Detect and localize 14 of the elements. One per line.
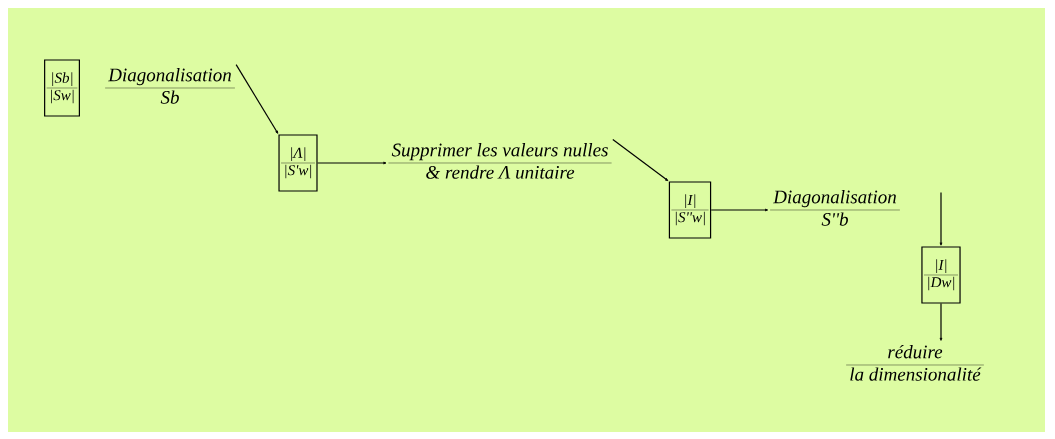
arrow xyxy=(235,64,279,134)
step-label: Diagonalisation S''b xyxy=(769,190,901,226)
matrix-box: |Sb| |Sw| xyxy=(44,59,80,117)
step-label: Diagonalisation Sb xyxy=(104,68,236,104)
arrow xyxy=(939,303,943,341)
step-label: réduire la dimensionalité xyxy=(845,345,985,381)
matrix-box: |I| |Dw| xyxy=(921,246,961,304)
arrow xyxy=(710,208,769,212)
matrix-box: |I| |S''w| xyxy=(668,181,712,239)
arrow xyxy=(317,161,387,165)
step-label: Supprimer les valeurs nulles & rendre Λ unitaire xyxy=(388,143,612,179)
matrix-box: |Λ| |S'w| xyxy=(278,134,318,192)
arrow xyxy=(612,139,669,182)
arrow xyxy=(939,192,943,246)
